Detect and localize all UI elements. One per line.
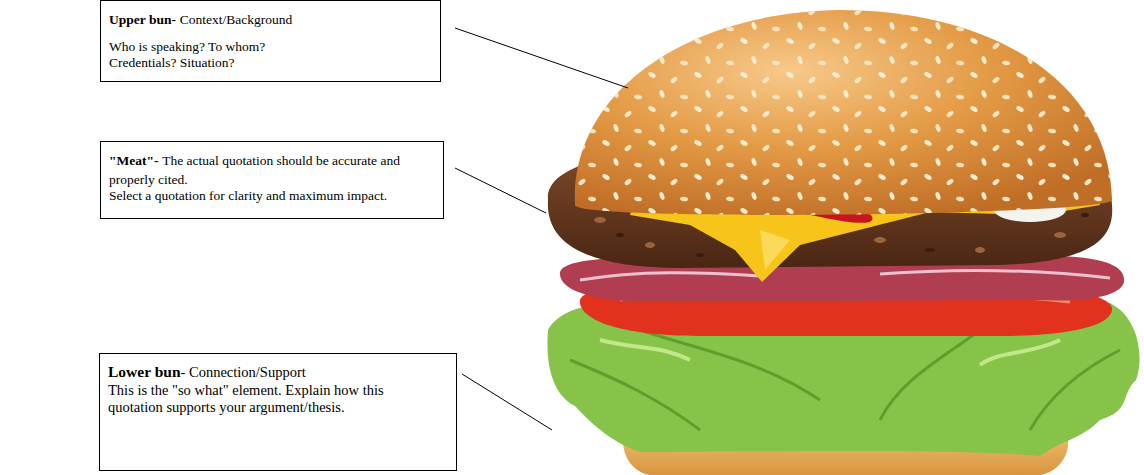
body-text: Select a quotation for clarity and maxim… (109, 188, 413, 204)
heading-text: Upper bun- (109, 12, 176, 27)
body-text: Who is speaking? To whom? Credentials? S… (109, 39, 281, 71)
callout-box: Upper bun- Context/BackgroundWho is speak… (100, 0, 441, 82)
heading-text: "Meat"- (109, 153, 158, 168)
heading-text: Lower bun (108, 363, 181, 380)
callout-box: Lower bun- Connection/SupportThis is the… (99, 353, 457, 471)
callout-box: "Meat"-The actual quotation should be ac… (100, 141, 444, 219)
body-text: Context/Background (180, 12, 292, 27)
body-text: This is the "so what" element. Explain h… (108, 382, 413, 417)
body-text: - Connection/Support (181, 364, 306, 380)
leader-line (455, 28, 628, 430)
top-bun (575, 10, 1112, 215)
